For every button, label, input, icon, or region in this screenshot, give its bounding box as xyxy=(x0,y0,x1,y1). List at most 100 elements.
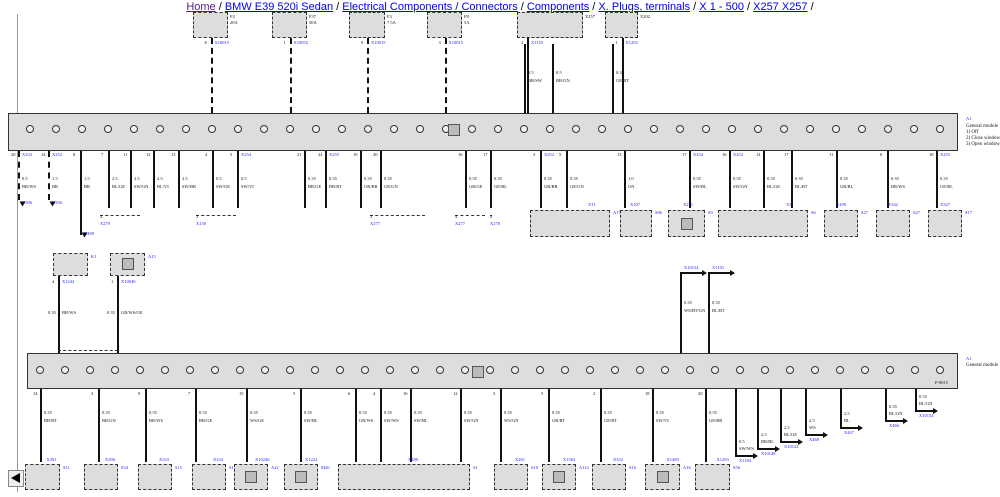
pin-number: 20 xyxy=(11,152,16,157)
transistor-symbol xyxy=(161,366,169,374)
wire-color: BR/GN xyxy=(556,78,570,83)
pin-number: 7 xyxy=(188,391,191,396)
transistor-symbol xyxy=(361,366,369,374)
arrow-icon xyxy=(823,432,828,438)
wire-color: SW/GE xyxy=(216,184,230,189)
transistor-symbol xyxy=(234,125,242,133)
wire xyxy=(524,44,526,113)
transistor-symbol xyxy=(911,366,919,374)
wire xyxy=(98,389,100,462)
component-box xyxy=(494,464,528,490)
breadcrumb-link[interactable]: X257 X257 xyxy=(753,1,808,13)
wire-size: 0.35 xyxy=(604,410,612,415)
component-id: S34 xyxy=(121,465,129,470)
pin-number: 2 xyxy=(521,40,524,45)
component-box xyxy=(928,210,962,237)
transistor-symbol xyxy=(61,366,69,374)
fuse-rating: 30A xyxy=(309,20,317,25)
pin-number: 14 xyxy=(41,152,46,157)
connector-label: X342 xyxy=(888,202,898,207)
pin-number: 17 xyxy=(483,152,488,157)
arrow-icon xyxy=(903,418,908,424)
connector-label: X10015 xyxy=(448,40,464,45)
wire-color: BL/GE xyxy=(767,184,780,189)
wire-size: 1.5 xyxy=(84,176,90,181)
wire-size: 0.35 xyxy=(840,176,848,181)
wire-color: BR xyxy=(52,184,59,189)
pin-number: 17 xyxy=(682,152,687,157)
connector-label: X10134 xyxy=(684,265,699,270)
transistor-symbol xyxy=(260,125,268,133)
wire-color: BR/WS xyxy=(62,310,77,315)
component-id: S56 xyxy=(733,465,741,470)
wire-color: WS/GE xyxy=(250,418,264,423)
transistor-symbol xyxy=(111,366,119,374)
wire-color: BL/GN xyxy=(919,401,933,406)
connector-label: X277 xyxy=(455,221,465,226)
wire xyxy=(355,389,357,462)
transistor-symbol xyxy=(586,366,594,374)
component-symbol-icon xyxy=(245,471,257,483)
connector-bracket xyxy=(455,212,485,216)
transistor-symbol xyxy=(520,125,528,133)
wire xyxy=(145,389,147,462)
transistor-symbol xyxy=(416,125,424,133)
component-box xyxy=(530,210,610,237)
wire-color: SW/VI xyxy=(656,418,669,423)
wire xyxy=(460,389,462,462)
top-component-box xyxy=(272,12,307,38)
wire-size: 0.35 xyxy=(44,410,52,415)
wire-color: GN xyxy=(628,184,635,189)
wire xyxy=(367,38,369,113)
wire xyxy=(708,272,710,353)
top-component-box xyxy=(605,12,638,38)
connector-label: X1293 xyxy=(716,457,729,462)
breadcrumb-link[interactable]: X 1 - 500 xyxy=(699,1,744,13)
wire-color: BL xyxy=(844,418,850,423)
connector-label: X1409 xyxy=(666,457,679,462)
link-line xyxy=(915,410,933,412)
connector-bracket xyxy=(100,212,140,216)
breadcrumb-link[interactable]: Electrical Components / Connectors xyxy=(342,1,518,13)
transistor-symbol xyxy=(186,366,194,374)
wire-size: 0.5 xyxy=(739,439,745,444)
wire-color: GE/BR xyxy=(709,418,723,423)
breadcrumb-link[interactable]: X. Plugs, terminals xyxy=(598,1,691,13)
connector-label: X10046 xyxy=(121,279,136,284)
wire-color: SW/GN xyxy=(733,184,748,189)
top-component-box xyxy=(517,12,583,38)
back-arrow-button[interactable] xyxy=(8,470,24,487)
transistor-symbol xyxy=(686,366,694,374)
transistor-symbol xyxy=(182,125,190,133)
wire-size: 0.5 xyxy=(528,70,534,75)
pin-number: 9 xyxy=(361,40,364,45)
transistor-symbol xyxy=(858,125,866,133)
transistor-symbol xyxy=(736,366,744,374)
pin-number: 8 xyxy=(73,152,76,157)
wire-color: SW/GN xyxy=(134,184,149,189)
breadcrumb-link[interactable]: Home xyxy=(186,1,216,13)
connector-label: X3 xyxy=(786,202,792,207)
transistor-symbol xyxy=(936,366,944,374)
link-line xyxy=(680,272,702,274)
wire-size: 0.35 xyxy=(504,410,512,415)
breadcrumb-link[interactable]: Components xyxy=(526,1,590,13)
wire-color: GE/RT xyxy=(616,78,629,83)
wire xyxy=(680,272,682,353)
transistor-symbol xyxy=(390,125,398,133)
connector-label: X396 xyxy=(105,457,115,462)
wire-size: 2.5 xyxy=(809,418,815,423)
wire-size: 0.35 xyxy=(889,404,897,409)
link-line xyxy=(757,448,775,450)
breadcrumb-link[interactable]: BMW E39 520i Sedan xyxy=(224,1,334,13)
wire-color: WS/RT/GN xyxy=(684,308,706,313)
pin-number: 1 xyxy=(615,40,618,45)
pin-number: 3 xyxy=(533,152,536,157)
transistor-symbol xyxy=(806,125,814,133)
pin-number: 4 xyxy=(373,391,376,396)
transistor-symbol xyxy=(786,366,794,374)
pin-number: 4 xyxy=(490,214,493,219)
connector-label: X10015 xyxy=(371,40,386,45)
wire-color: WS/GN xyxy=(504,418,519,423)
wire xyxy=(548,389,550,462)
